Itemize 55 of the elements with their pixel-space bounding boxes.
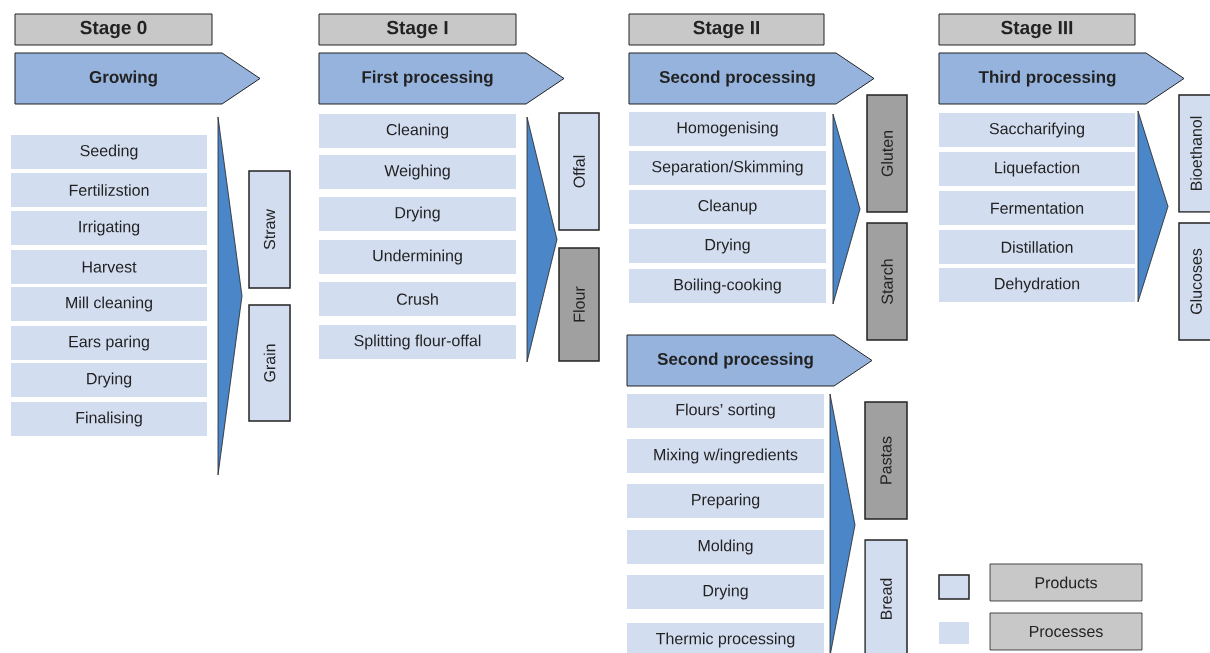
process-box: Dehydration — [939, 268, 1135, 302]
process-box: Weighing — [319, 155, 516, 189]
process-box: Separation/Skimming — [629, 151, 826, 185]
process-box: Drying — [627, 575, 824, 609]
triangle-shape — [832, 113, 861, 305]
legend-label: Processes — [989, 612, 1143, 651]
product-box: Offal — [558, 112, 600, 231]
process-box: Harvest — [11, 250, 207, 284]
stage-header: Stage III — [938, 13, 1136, 46]
phase-pentagon: Second processing — [628, 52, 875, 105]
process-box: Mixing w/ingredients — [627, 439, 824, 473]
process-box: Splitting flour-offal — [319, 325, 516, 359]
product-box: Starch — [866, 222, 908, 341]
process-box: Fertilizstion — [11, 173, 207, 207]
phase-pentagon: Second processing — [626, 334, 873, 387]
stage-header: Stage 0 — [14, 13, 213, 46]
product-box: Grain — [248, 304, 291, 422]
process-box: Molding — [627, 530, 824, 564]
process-box: Finalising — [11, 402, 207, 436]
product-box: Straw — [248, 170, 291, 289]
product-box: Pastas — [864, 401, 908, 520]
process-box: Drying — [629, 229, 826, 263]
phase-pentagon: Growing — [14, 52, 261, 105]
triangle-shape — [217, 116, 243, 476]
process-box: Cleanup — [629, 190, 826, 224]
process-box: Seeding — [11, 135, 207, 169]
process-box: Drying — [11, 363, 207, 397]
triangle-shape — [829, 393, 856, 653]
process-box: Thermic processing — [627, 623, 824, 653]
process-box: Irrigating — [11, 211, 207, 245]
process-box: Liquefaction — [939, 152, 1135, 186]
process-box: Boiling-cooking — [629, 269, 826, 303]
process-box: Cleaning — [319, 114, 516, 148]
phase-pentagon: Third processing — [938, 52, 1185, 105]
process-box: Undermining — [319, 240, 516, 274]
process-box: Mill cleaning — [11, 287, 207, 321]
process-box: Drying — [319, 197, 516, 231]
product-box: Bread — [864, 539, 908, 653]
stage-header: Stage I — [318, 13, 517, 46]
stage-header: Stage II — [628, 13, 825, 46]
process-box: Homogenising — [629, 112, 826, 146]
process-box: Fermentation — [939, 191, 1135, 225]
triangle-shape — [1137, 110, 1169, 303]
product-box: Glucoses — [1178, 222, 1210, 341]
process-box: Ears paring — [11, 326, 207, 360]
legend-label: Products — [989, 563, 1143, 602]
process-box: Distillation — [939, 230, 1135, 264]
product-box: Gluten — [866, 94, 908, 213]
phase-pentagon: First processing — [318, 52, 565, 105]
process-box: Preparing — [627, 484, 824, 518]
process-box: Flours’ sorting — [627, 394, 824, 428]
process-box: Crush — [319, 282, 516, 316]
process-box: Saccharifying — [939, 113, 1135, 147]
product-box: Flour — [558, 247, 600, 362]
product-box: Bioethanol — [1178, 94, 1210, 213]
